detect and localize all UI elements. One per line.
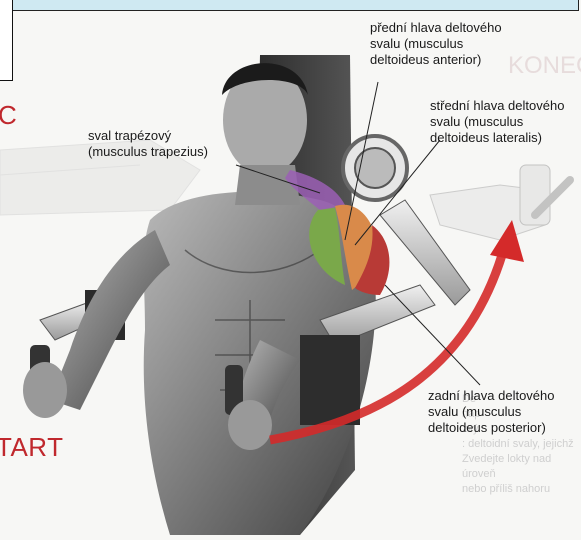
start-label: TART <box>0 432 63 463</box>
label-deltoid-anterior: přední hlava deltového svalu (musculus d… <box>370 20 502 68</box>
end-label: KONEC <box>508 58 581 73</box>
edge-letter-c: C <box>0 100 17 131</box>
label-deltoid-lateral: střední hlava deltového svalu (musculus … <box>430 98 564 146</box>
faded-arm-right <box>430 165 570 240</box>
label-deltoid-posterior: zadní hlava deltového svalu (musculus de… <box>428 388 554 436</box>
corner-frame <box>0 0 13 81</box>
top-info-panel <box>0 0 579 11</box>
label-trapezius: sval trapézový (musculus trapezius) <box>88 128 208 160</box>
